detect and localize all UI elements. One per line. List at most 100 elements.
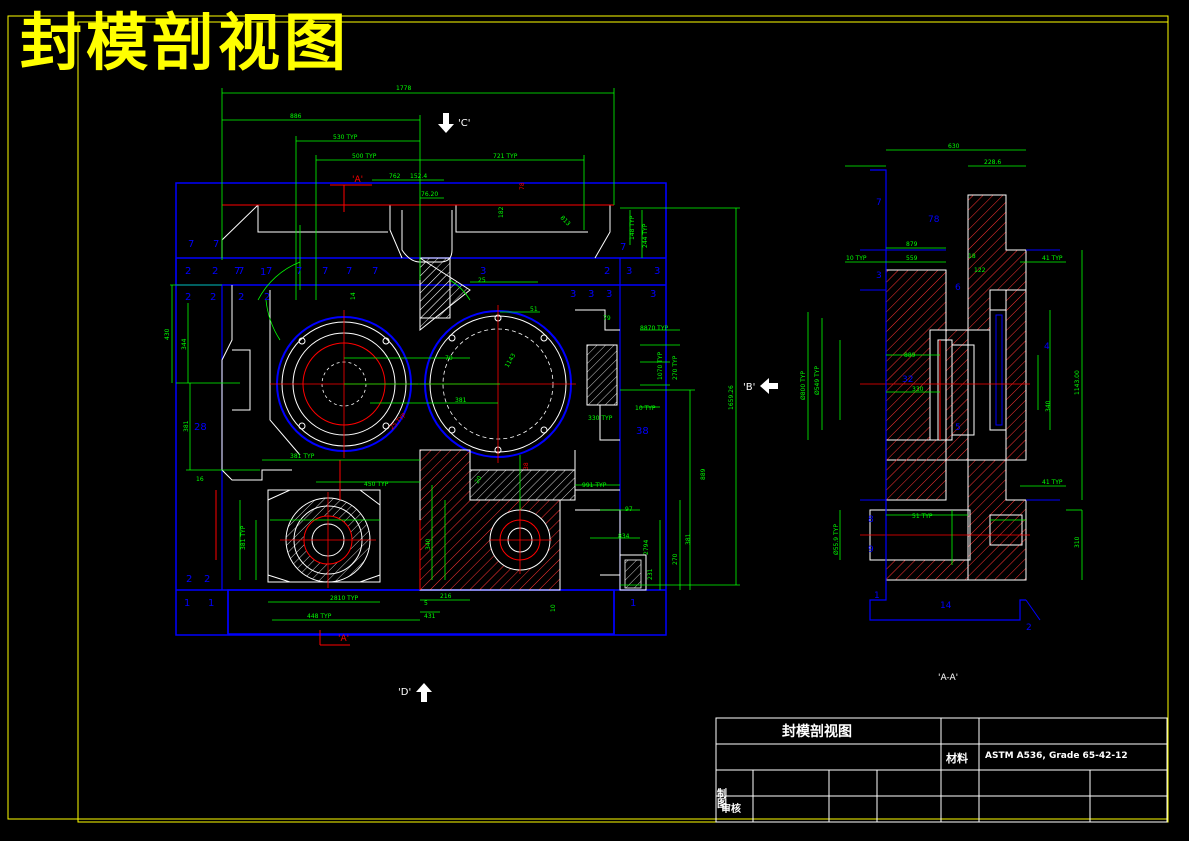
zone-number: 2 — [212, 266, 218, 277]
side-dim-340: 340 — [1045, 400, 1052, 412]
section-a-top: 'A' — [352, 175, 363, 185]
dim-344: 344 — [181, 338, 188, 350]
dim-79: 79 — [603, 315, 611, 322]
dim-381a: 381 — [183, 420, 190, 432]
dim-431: 431 — [424, 613, 436, 620]
zone-number: 3 — [654, 266, 660, 277]
zone-number: 7 — [234, 266, 240, 277]
dim-450: 450 TYP — [364, 481, 389, 488]
zone-number: 2 — [238, 292, 244, 303]
dim-51: 51 — [530, 306, 538, 313]
side-zone-1: 1 — [874, 591, 880, 601]
title-block-name: 封模剖视图 — [782, 723, 852, 740]
zone-number: 7 — [620, 242, 626, 253]
dim-813: 813 — [559, 214, 572, 227]
dim-1778: 1778 — [396, 85, 411, 92]
dim-148: 148 TYP — [629, 215, 636, 240]
zone-number: 7 — [266, 266, 272, 277]
zone-number: 7 — [296, 266, 302, 277]
dim-8870: 8870 TYP — [640, 325, 669, 332]
side-dim-51typ: 51 TYP — [912, 513, 933, 520]
view-c-arrow: 'C' — [438, 113, 470, 133]
side-dim-2286: 228.6 — [984, 159, 1001, 166]
zone-number: 3 — [626, 266, 632, 277]
side-dim-630: 630 — [948, 143, 960, 150]
zone-number: 1 — [208, 598, 214, 609]
dim-381typ2: 381 TYP — [240, 525, 247, 550]
side-dim-122: 122 — [974, 267, 986, 274]
side-dim-800: Ø800 TYP — [800, 371, 807, 400]
zone-number: 7 — [372, 266, 378, 277]
zone-number: 2 — [604, 266, 610, 277]
side-zone-8: 8 — [868, 515, 874, 525]
dim-25: 25 — [478, 277, 486, 284]
side-zone-14: 14 — [940, 601, 952, 611]
section-a-bottom: 'A' — [338, 634, 349, 644]
side-dim-10typ: 10 TYP — [846, 255, 867, 262]
view-d-arrow: 'D' — [398, 683, 432, 702]
side-dim-549: Ø549 TYP — [814, 366, 821, 395]
dim-14: 14 — [350, 292, 357, 300]
dim-448: 448 TYP — [307, 613, 332, 620]
side-zone-5: 5 — [955, 423, 961, 433]
side-dim-41typ2: 41 TYP — [1042, 479, 1063, 486]
side-dim-330: 330 — [912, 386, 924, 393]
side-zone-78: 78 — [928, 215, 940, 225]
dim-381c: 381 — [685, 533, 692, 545]
zone-number: 3 — [570, 289, 576, 300]
dim-991: 991 TYP — [582, 482, 607, 489]
title-block — [715, 717, 1168, 823]
dim-1524: 152.4 — [410, 173, 427, 180]
side-zone-4: 4 — [1044, 342, 1050, 352]
side-dim-18: 18 — [968, 253, 976, 260]
dim-10typ: 10 TYP — [635, 405, 656, 412]
dim-97: 97 — [625, 506, 633, 513]
dim-2810: 2810 TYP — [330, 595, 359, 602]
dim-216: 216 — [440, 593, 452, 600]
zone-number: 1 — [260, 267, 266, 278]
zone-number: 7 — [346, 266, 352, 277]
zone-number: 7 — [213, 239, 219, 250]
zone-number: 1 — [630, 598, 636, 609]
inner-frame — [77, 21, 1169, 823]
dim-530: 530 TYP — [333, 134, 358, 141]
dim-340: 340 — [425, 538, 432, 550]
zone-number: 7 — [238, 266, 244, 277]
dim-381b: 381 — [455, 397, 467, 404]
side-zone-2: 2 — [1026, 623, 1032, 633]
view-b-arrow: 'B' — [743, 378, 778, 394]
dim-20: 20 — [474, 475, 484, 485]
side-dim-559: 559 — [906, 255, 918, 262]
side-dim-559b: Ø55.9 TYP — [833, 524, 840, 555]
zone-number: 1 — [184, 598, 190, 609]
main-view: 'A' 'A' 'C' 'D' 'B' — [164, 85, 778, 702]
dim-1143: 1143 — [504, 352, 518, 369]
dim-78: 78 — [519, 182, 526, 190]
dim-10: 10 — [550, 604, 557, 612]
side-dim-41typ: 41 TYP — [1042, 255, 1063, 262]
zone-number: 38 — [636, 426, 649, 437]
dim-2794: 2794 — [643, 540, 650, 555]
zone-number: 2 — [185, 266, 191, 277]
svg-text:'D': 'D' — [398, 687, 411, 698]
zone-number: 2 — [264, 292, 270, 303]
side-dim-1143: 1143.00 — [1074, 370, 1081, 395]
dim-231: 231 — [647, 568, 654, 580]
dim-182: 182 — [498, 206, 505, 218]
side-dim-879: 879 — [906, 241, 918, 248]
dim-500: 500 TYP — [352, 153, 377, 160]
zone-number: 2 — [185, 292, 191, 303]
zone-number: 3 — [650, 289, 656, 300]
zone-number: 3 — [588, 289, 594, 300]
dim-1070: 1070 TYP — [657, 351, 664, 380]
side-dim-310: 310 — [1074, 536, 1081, 548]
dim-430: 430 — [164, 328, 171, 340]
dim-270: 270 — [672, 553, 679, 565]
side-view-aa: 630 228.6 879 559 10 TYP 41 TYP 41 TYP 1… — [800, 143, 1083, 683]
zone-number: 7 — [188, 239, 194, 250]
dim-889: 889 — [700, 468, 707, 480]
dim-38: 38 — [523, 462, 530, 470]
zone-number: 3 — [480, 266, 486, 277]
svg-text:'B': 'B' — [743, 382, 755, 393]
